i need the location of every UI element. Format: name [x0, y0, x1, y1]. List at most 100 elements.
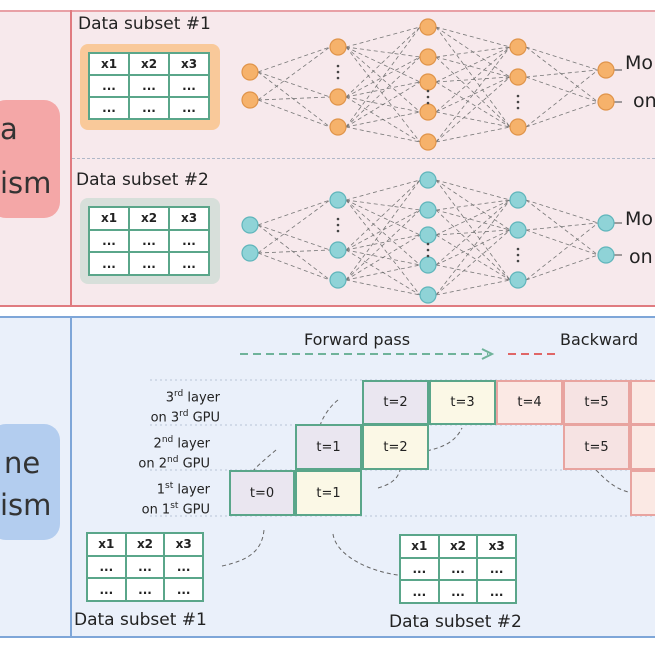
ellipsis-dot: [516, 259, 520, 263]
nn-edge: [345, 81, 421, 98]
cell-l3-t5: t=5: [563, 380, 630, 425]
nn-node: [509, 271, 527, 289]
cell: ...: [88, 251, 130, 276]
header-x3: x3: [168, 52, 210, 76]
cell: ...: [128, 228, 170, 254]
nn-edge: [435, 56, 511, 78]
nn-edge: [525, 254, 599, 281]
nn-edge: [435, 199, 511, 266]
nn-edge: [257, 46, 331, 101]
nn-edge: [435, 76, 511, 143]
nn-node: [329, 271, 347, 289]
nn-edge: [257, 199, 331, 226]
nn-edge: [525, 69, 599, 78]
ellipsis-dot: [426, 101, 430, 105]
nn-node: [597, 93, 615, 111]
nn-edge: [345, 199, 421, 266]
cell: ...: [128, 74, 170, 98]
nn-edge: [435, 56, 511, 128]
nn-edge: [435, 46, 511, 143]
nn-edge: [435, 234, 511, 281]
nn-edge: [525, 229, 599, 256]
nn-edge: [345, 264, 421, 281]
pipeline-divider: [70, 316, 72, 638]
nn-edge: [435, 46, 511, 58]
nn-node: [241, 63, 259, 81]
cell: ...: [168, 96, 210, 120]
cell-l2-t1: t=1: [295, 424, 362, 470]
nn-edge: [525, 69, 599, 128]
cell: ...: [128, 251, 170, 276]
cell-l1-t0: t=0: [229, 470, 295, 516]
cell-l2-t6-partial: [630, 424, 655, 470]
nn-node: [509, 38, 527, 56]
nn-edge: [257, 71, 331, 98]
nn-edge: [345, 234, 421, 281]
top-subset2-label: Data subset #2: [76, 170, 209, 190]
nn-edge: [345, 209, 421, 281]
data-parallelism-side-label: [0, 100, 60, 218]
nn-node: [329, 88, 347, 106]
nn-edge: [525, 46, 599, 103]
cell: ...: [86, 554, 127, 580]
nn-edge: [257, 224, 331, 281]
nn-edge: [525, 76, 599, 103]
nn-edge: [257, 199, 331, 254]
nn-node: [419, 201, 437, 219]
nn-edge: [435, 179, 511, 201]
ellipsis-dot: [426, 254, 430, 258]
nn-edge: [257, 96, 331, 101]
flow-arrow: [319, 399, 339, 427]
nn-edge: [345, 199, 421, 296]
cell-l2-t2: t=2: [362, 424, 429, 470]
nn-node: [419, 48, 437, 66]
nn-node: [509, 221, 527, 239]
cell: ...: [88, 96, 130, 120]
ellipsis-dot: [336, 64, 340, 68]
pipeline-side-label: [0, 424, 60, 540]
cell-l3-t3: t=3: [429, 380, 496, 425]
pipeline-subset1-label: Data subset #1: [74, 610, 207, 630]
header-x2: x2: [128, 52, 170, 76]
model-label2-line1: Mo: [625, 208, 654, 230]
top-subset1-label: Data subset #1: [78, 14, 211, 34]
nn-edge: [435, 199, 511, 211]
nn-edge: [345, 234, 421, 251]
nn-node: [241, 244, 259, 262]
ellipsis-dot: [516, 94, 520, 98]
side-label-line2: ism: [0, 166, 52, 200]
nn-edge: [525, 46, 599, 71]
nn-edge: [257, 99, 331, 128]
nn-node: [329, 191, 347, 209]
nn-edge: [435, 81, 511, 128]
cell: ...: [399, 556, 440, 582]
nn-node: [597, 214, 615, 232]
header-x3: x3: [476, 534, 517, 559]
layer1-label: 1st layer on 1st GPU: [141, 481, 210, 518]
cell: ...: [124, 554, 166, 580]
cell: ...: [128, 96, 170, 120]
nn-node: [597, 246, 615, 264]
pipeline-label-line2: ism: [0, 488, 52, 522]
nn-edge: [435, 199, 511, 296]
nn-node: [241, 91, 259, 109]
side-label-line1: a: [0, 112, 18, 146]
model-label-line2: on: [633, 90, 655, 112]
ellipsis-dot: [426, 95, 430, 99]
data-parallelism-divider: [70, 10, 72, 307]
ellipsis-dot: [516, 253, 520, 257]
model-label-line1: Mo: [625, 52, 654, 74]
cell: ...: [168, 74, 210, 98]
nn-edge: [345, 126, 421, 143]
flow-arrow: [332, 533, 409, 577]
nn-node: [329, 118, 347, 136]
nn-node: [419, 171, 437, 189]
nn-node: [597, 61, 615, 79]
nn-edge: [435, 279, 511, 296]
nn-edge: [435, 229, 511, 296]
nn-edge: [435, 26, 511, 48]
nn-edge: [345, 209, 421, 251]
nn-node: [241, 216, 259, 234]
nn-node: [419, 18, 437, 36]
